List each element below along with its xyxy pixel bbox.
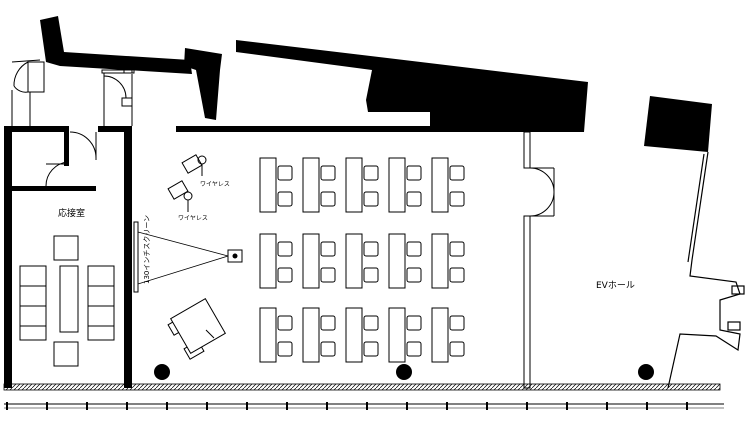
chair (363, 241, 379, 257)
bottom-tick-marks (6, 402, 688, 410)
chair (277, 165, 293, 181)
chair (449, 315, 465, 331)
chair (320, 191, 336, 207)
desk (388, 157, 406, 213)
tick-mark (126, 402, 128, 410)
exterior-wall-top (40, 16, 712, 152)
chair (277, 241, 293, 257)
chair (363, 341, 379, 357)
chair (406, 341, 422, 357)
tick-mark (46, 402, 48, 410)
chair (277, 341, 293, 357)
chair (449, 341, 465, 357)
tick-mark (166, 402, 168, 410)
tick-mark (286, 402, 288, 410)
tick-mark (646, 402, 648, 410)
column (638, 364, 654, 380)
chair (363, 315, 379, 331)
chair (449, 165, 465, 181)
desk (388, 233, 406, 289)
chair (320, 165, 336, 181)
chair (406, 191, 422, 207)
desk (259, 157, 277, 213)
tick-mark (366, 402, 368, 410)
entrance-doors (11, 59, 135, 187)
desk (388, 307, 406, 363)
column (396, 364, 412, 380)
wireless-mic-icon (183, 155, 215, 339)
chair (406, 267, 422, 283)
chair (363, 191, 379, 207)
desk-grid (259, 157, 465, 363)
chair (406, 315, 422, 331)
tick-mark (486, 402, 488, 410)
tick-mark (686, 402, 688, 410)
tick-mark (326, 402, 328, 410)
bottom-wall (3, 383, 721, 391)
desk (259, 307, 277, 363)
tick-mark (86, 402, 88, 410)
desk (302, 307, 320, 363)
reception-room-label: 応接室 (58, 207, 85, 219)
chair (277, 315, 293, 331)
wireless-label-1: ワイヤレス (200, 181, 230, 188)
chair (320, 341, 336, 357)
chair (406, 241, 422, 257)
chair (320, 315, 336, 331)
desk (345, 157, 363, 213)
tick-mark (566, 402, 568, 410)
tick-mark (446, 402, 448, 410)
desk (302, 233, 320, 289)
chair (449, 241, 465, 257)
desk (302, 157, 320, 213)
desk (259, 233, 277, 289)
tick-mark (606, 402, 608, 410)
screen-label: 130インチスクリーン (143, 215, 151, 284)
chair (449, 191, 465, 207)
chair (363, 267, 379, 283)
chair (277, 191, 293, 207)
desk (345, 233, 363, 289)
tick-mark (206, 402, 208, 410)
tick-mark (526, 402, 528, 410)
reception-room-walls (4, 126, 132, 388)
tick-mark (246, 402, 248, 410)
tick-mark (406, 402, 408, 410)
chair (449, 267, 465, 283)
chair (320, 241, 336, 257)
column (154, 364, 170, 380)
chair (406, 165, 422, 181)
reception-furniture (19, 235, 115, 367)
wireless-label-2: ワイヤレス (178, 215, 208, 222)
columns (154, 364, 654, 380)
lounge-chairs (167, 154, 227, 360)
chair (320, 267, 336, 283)
projection-screen (133, 221, 243, 293)
ev-hall-label: EVホール (596, 280, 635, 291)
ev-hall-outline (667, 151, 745, 389)
desk (431, 157, 449, 213)
chair (363, 165, 379, 181)
desk (345, 307, 363, 363)
desk (431, 233, 449, 289)
tick-mark (6, 402, 8, 410)
main-room-right-wall (523, 131, 555, 389)
desk (431, 307, 449, 363)
chair (277, 267, 293, 283)
